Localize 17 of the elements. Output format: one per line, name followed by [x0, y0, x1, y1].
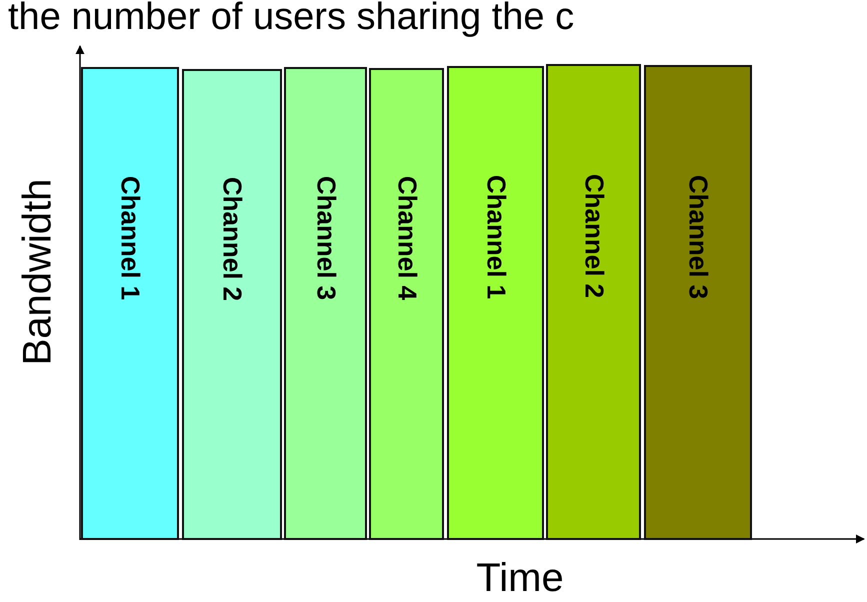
- channel-label: Channel 3: [682, 174, 714, 299]
- channel-block: [284, 67, 367, 540]
- heading: the number of users sharing the c: [8, 0, 574, 39]
- channel-label: Channel 1: [114, 176, 146, 300]
- axis-title: Time: [476, 556, 564, 601]
- channel-label: Channel 1: [480, 175, 511, 300]
- channel-label: Channel 2: [578, 174, 609, 298]
- channel-block: [81, 67, 179, 540]
- channel-label: Channel 3: [310, 176, 341, 300]
- channel-label: Channel 4: [391, 176, 422, 301]
- channel-block: [546, 64, 641, 540]
- channel-block: [644, 65, 752, 540]
- axis-title: Bandwidth: [16, 178, 60, 366]
- channel-block: [182, 69, 282, 540]
- channel-block: [447, 66, 544, 540]
- channel-block: [369, 68, 444, 540]
- channel-label: Channel 2: [216, 176, 248, 302]
